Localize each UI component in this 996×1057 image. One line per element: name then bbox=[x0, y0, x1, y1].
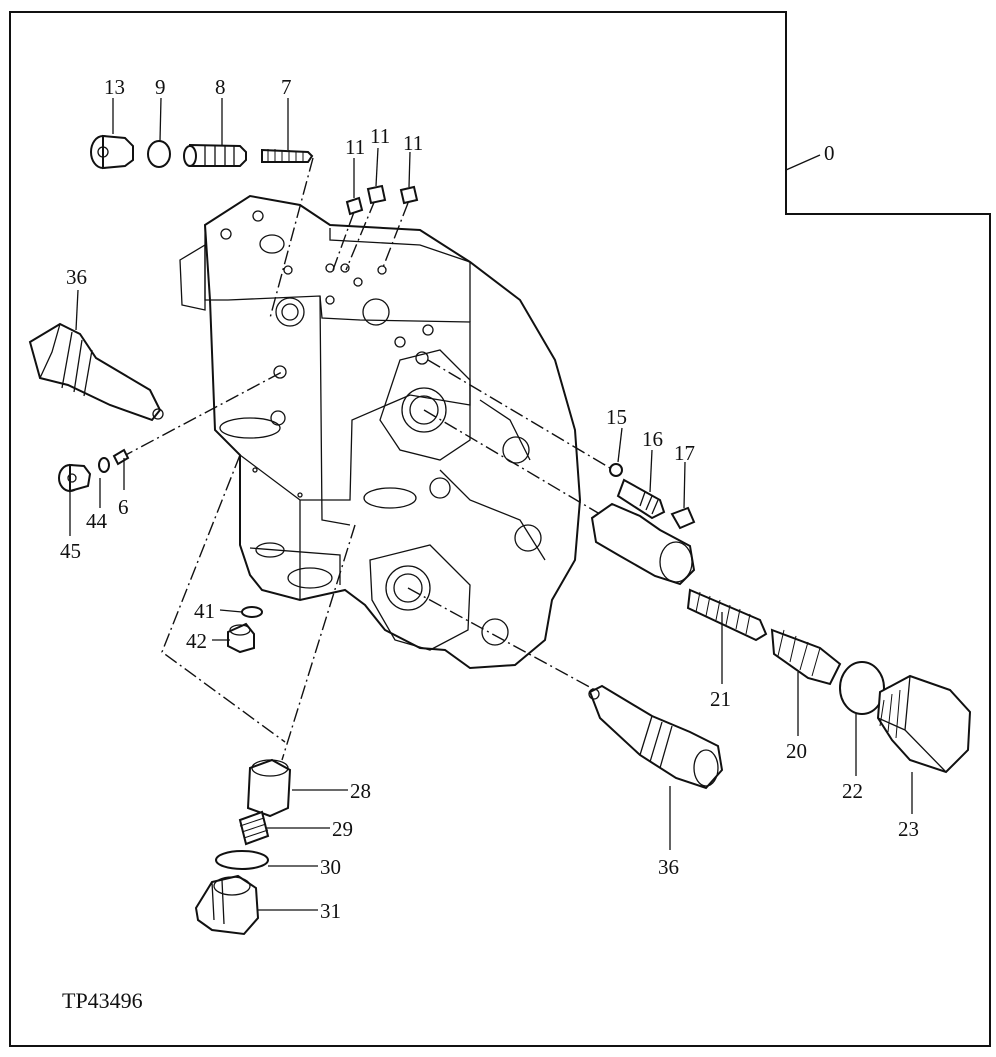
drawing-frame bbox=[9, 11, 991, 1047]
plug-part-31 bbox=[194, 874, 260, 936]
callout-6: 6 bbox=[118, 495, 129, 519]
leader-lines bbox=[69, 97, 913, 911]
callout-41: 41 bbox=[194, 599, 215, 623]
plug-part-45 bbox=[58, 463, 92, 493]
plug-part-13 bbox=[90, 134, 134, 170]
assembly-lines bbox=[119, 157, 611, 761]
relief-valve-part-36-right bbox=[588, 684, 724, 790]
callout-42: 42 bbox=[186, 629, 207, 653]
callout-0: 0 bbox=[824, 141, 835, 165]
callout-36-left: 36 bbox=[66, 265, 87, 289]
set-screw-part-6 bbox=[112, 448, 130, 466]
check-valve-sleeve bbox=[590, 502, 696, 586]
spool-part-8 bbox=[183, 143, 247, 167]
callout-8: 8 bbox=[215, 75, 226, 99]
relief-valve-part-36-left bbox=[28, 322, 164, 422]
ball-part-15 bbox=[609, 463, 623, 477]
figure-id: TP43496 bbox=[62, 988, 143, 1013]
callout-9: 9 bbox=[155, 75, 166, 99]
hex-plug-part-23 bbox=[876, 674, 972, 774]
callout-30: 30 bbox=[320, 855, 341, 879]
callout-44: 44 bbox=[86, 509, 108, 533]
spring-part-21 bbox=[686, 588, 768, 642]
plug-part-17 bbox=[670, 506, 696, 530]
o-ring-part-30 bbox=[215, 850, 269, 870]
callout-17: 17 bbox=[674, 441, 695, 465]
callout-31: 31 bbox=[320, 899, 341, 923]
spring-part-29 bbox=[238, 810, 270, 846]
callout-13: 13 bbox=[104, 75, 125, 99]
valve-housing bbox=[179, 194, 582, 670]
callout-21: 21 bbox=[710, 687, 731, 711]
callout-29: 29 bbox=[332, 817, 353, 841]
o-ring-part-9 bbox=[147, 140, 171, 168]
o-ring-part-44 bbox=[98, 457, 110, 473]
callout-45: 45 bbox=[60, 539, 81, 563]
callout-11-b: 11 bbox=[370, 124, 390, 148]
callout-28: 28 bbox=[350, 779, 371, 803]
callout-16: 16 bbox=[642, 427, 663, 451]
callout-11-c: 11 bbox=[403, 131, 423, 155]
callout-23: 23 bbox=[898, 817, 919, 841]
spring-part-7 bbox=[261, 148, 314, 163]
pin-part-16 bbox=[616, 478, 666, 520]
callout-22: 22 bbox=[842, 779, 863, 803]
o-ring-part-41 bbox=[241, 606, 263, 618]
plug-part-42 bbox=[227, 622, 255, 654]
callout-7: 7 bbox=[281, 75, 292, 99]
o-ring-part-22 bbox=[839, 661, 885, 715]
sleeve-part-28 bbox=[246, 758, 292, 818]
callout-20: 20 bbox=[786, 739, 807, 763]
plug-part-11-set bbox=[345, 184, 419, 216]
callout-36-right: 36 bbox=[658, 855, 679, 879]
callout-15: 15 bbox=[606, 405, 627, 429]
spring-part-20 bbox=[770, 628, 842, 686]
callout-11-a: 11 bbox=[345, 135, 365, 159]
